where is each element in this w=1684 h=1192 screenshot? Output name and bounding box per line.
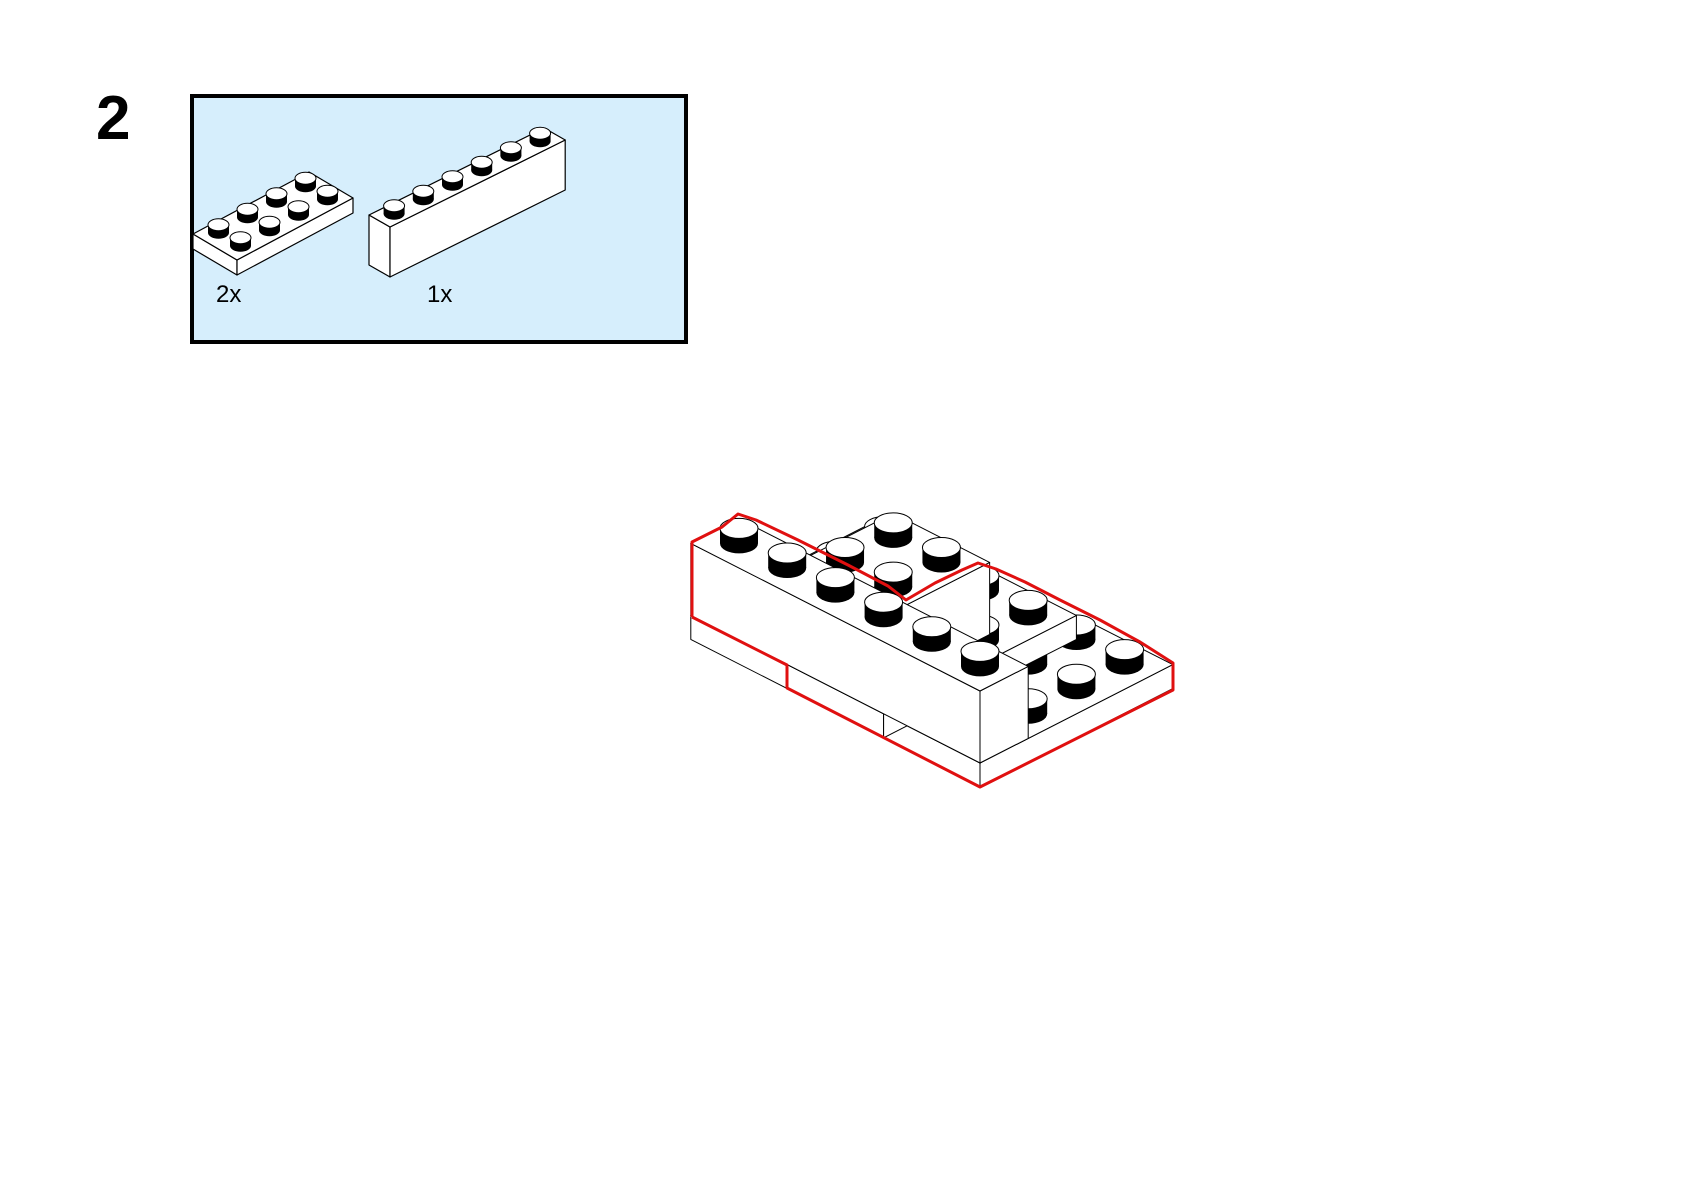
stud	[316, 184, 339, 206]
part-quantity-brick: 1x	[427, 281, 453, 308]
stud	[529, 126, 552, 148]
stud	[960, 640, 1000, 677]
stud	[873, 512, 913, 548]
stud	[236, 202, 259, 224]
stud	[383, 199, 406, 220]
stud	[412, 184, 435, 206]
stud	[470, 155, 493, 177]
step-number: 2	[96, 84, 131, 153]
stud	[441, 170, 464, 191]
stud	[912, 616, 952, 652]
stud	[921, 536, 961, 573]
stud	[258, 215, 281, 237]
new-parts-highlight-outline	[690, 512, 1175, 789]
stud	[1056, 663, 1096, 700]
stud	[294, 171, 317, 193]
parts-list-illustrations	[192, 126, 566, 278]
stud	[1008, 589, 1048, 626]
stud	[864, 591, 904, 628]
stud	[767, 542, 807, 578]
stud	[287, 200, 310, 221]
stud	[815, 567, 855, 603]
stud	[499, 141, 522, 162]
stud	[207, 218, 230, 239]
part-quantity-plate: 2x	[216, 281, 242, 308]
stud	[1105, 639, 1145, 675]
stud	[719, 517, 759, 554]
stud	[229, 231, 252, 252]
stud	[265, 187, 288, 208]
assembled-model	[690, 512, 1175, 789]
